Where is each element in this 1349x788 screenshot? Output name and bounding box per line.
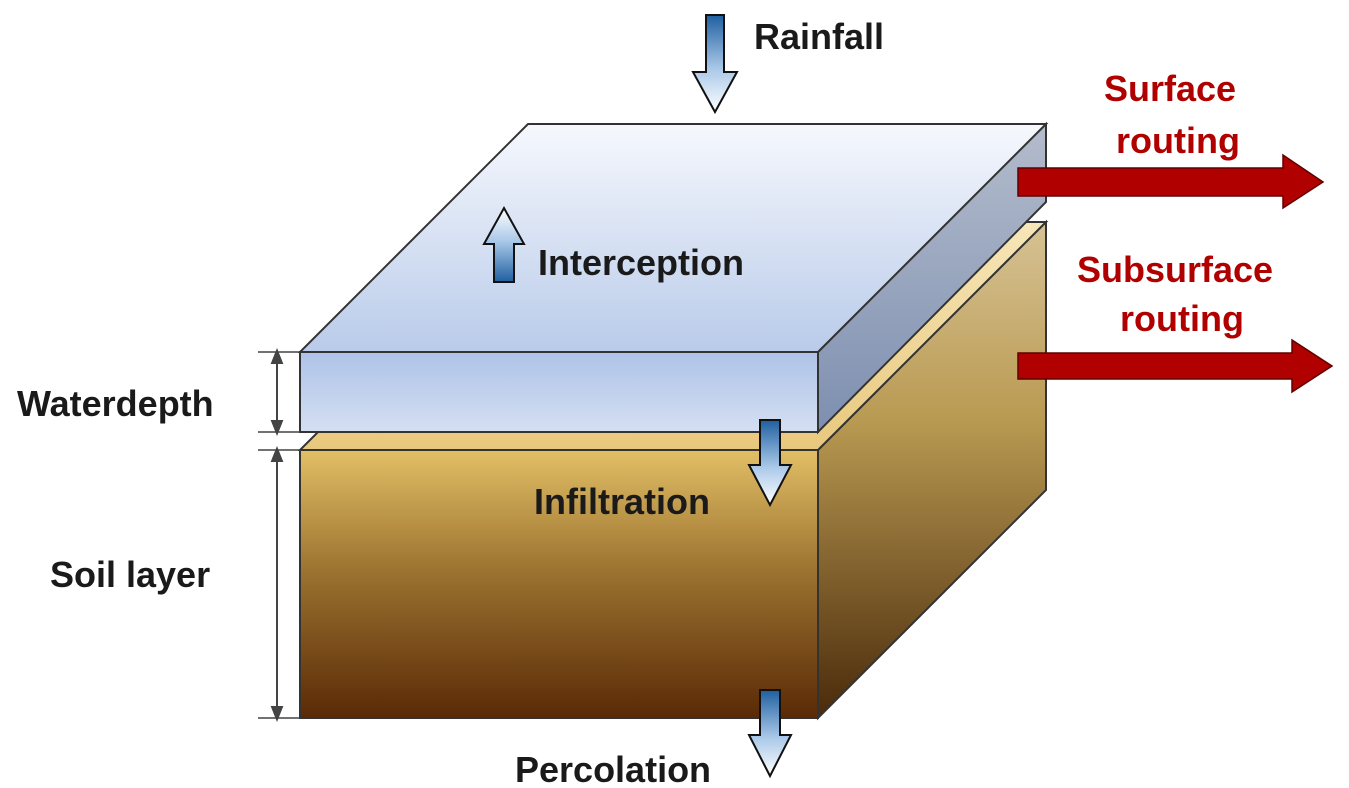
water-front-face <box>299 351 819 433</box>
percolation-label: Percolation <box>515 749 711 788</box>
subsurface-routing-label-line2: routing <box>1120 298 1244 339</box>
infiltration-label: Infiltration <box>534 481 710 522</box>
infiltration-arrow-icon <box>747 419 793 508</box>
interception-label: Interception <box>538 242 744 283</box>
soil-front-face <box>299 449 819 719</box>
waterdepth-label: Waterdepth <box>17 383 214 424</box>
surface-routing-arrow-icon <box>1017 153 1325 210</box>
interception-arrow-icon <box>482 205 526 283</box>
subsurface-routing-arrow-icon <box>1017 338 1334 394</box>
water-block <box>297 121 1049 435</box>
soil-layer-label: Soil layer <box>50 554 210 595</box>
rainfall-label: Rainfall <box>754 16 884 57</box>
rainfall-arrow-icon <box>691 14 739 115</box>
surface-routing-label-line2: routing <box>1116 120 1240 161</box>
waterdepth-dimension <box>258 348 300 436</box>
surface-routing-label-line1: Surface <box>1104 68 1236 109</box>
subsurface-routing-label-line1: Subsurface <box>1077 249 1273 290</box>
percolation-arrow-icon <box>747 689 793 779</box>
soil-layer-dimension <box>258 446 300 722</box>
